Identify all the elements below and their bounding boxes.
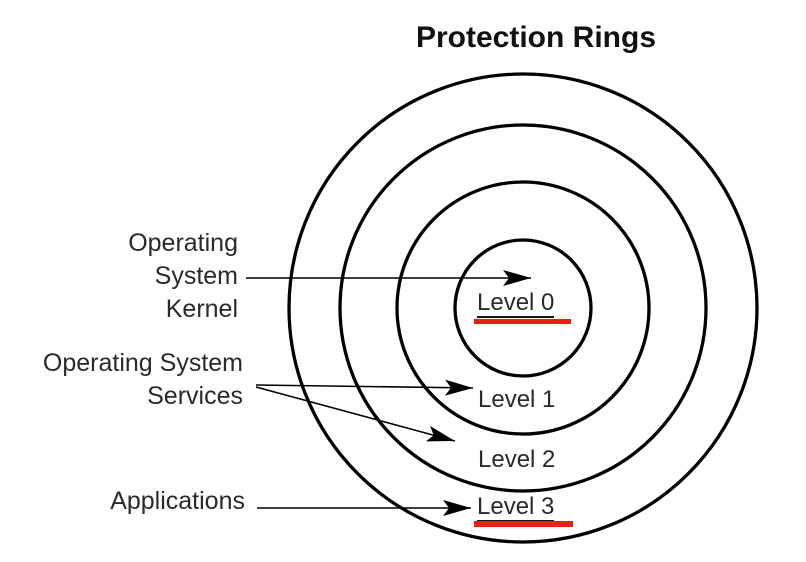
- diagram-title: Protection Rings: [415, 21, 656, 54]
- red-underline-level-3: [474, 521, 573, 527]
- services-callout-line: Services: [147, 382, 243, 410]
- ring-label-level-2: Level 2: [478, 448, 555, 472]
- kernel-callout-line: System: [154, 262, 238, 290]
- ring-circle-level-2: [338, 123, 708, 493]
- ring-label-level-0: Level 0: [477, 289, 555, 318]
- services-arrow-level-1: [255, 379, 474, 396]
- kernel-callout-line: Operating: [128, 229, 238, 257]
- ring-circle-level-0: [453, 238, 593, 378]
- ring-label-level-3: Level 3: [477, 493, 555, 522]
- ring-label-level-1-text: Level 1: [478, 386, 556, 413]
- services-callout: Operating System Services: [20, 347, 243, 413]
- ring-label-level-2-text: Level 2: [478, 446, 556, 473]
- ring-label-level-3-text: Level 3: [477, 493, 555, 522]
- applications-callout: Applications: [20, 489, 245, 514]
- ring-label-level-1: Level 1: [478, 388, 555, 412]
- ring-circle-level-1: [395, 180, 651, 436]
- kernel-callout-line: Kernel: [165, 295, 238, 323]
- ring-circle-level-3: [287, 72, 759, 544]
- services-callout-line: Operating System: [42, 349, 243, 377]
- red-underline-level-0: [474, 319, 571, 324]
- kernel-callout: Operating System Kernel: [58, 227, 238, 326]
- applications-callout-label: Applications: [110, 487, 245, 515]
- ring-label-level-0-text: Level 0: [477, 289, 555, 318]
- services-arrow-level-2: [255, 386, 456, 442]
